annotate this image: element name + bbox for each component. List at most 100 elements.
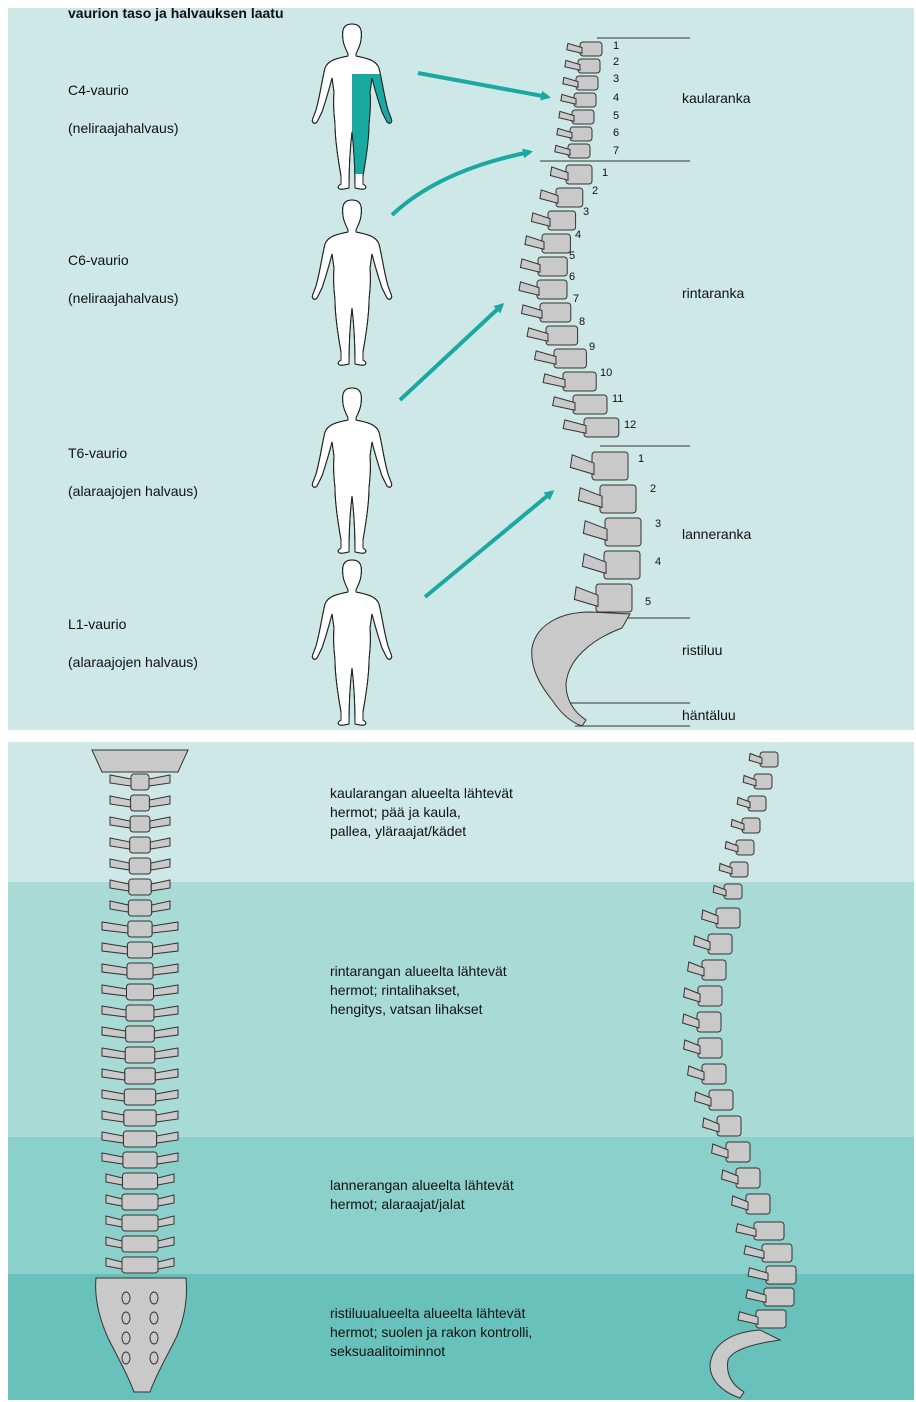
vertebra [736,1168,760,1188]
vertebra [568,144,590,158]
vertebra [754,1222,784,1240]
vertebra-process [570,455,594,475]
vertebra [762,1244,792,1262]
vertebra [556,188,583,207]
vertebra-number: 4 [575,230,581,241]
vertebra [538,257,567,276]
vertebra [102,1005,178,1021]
injury-name: T6-vaurio [68,444,198,463]
vertebra [102,1068,178,1084]
vertebra [102,942,178,958]
vertebra [570,127,592,141]
vertebra [572,110,594,124]
nerve-text-thoracic: rintarangan alueelta lähtevät hermot; ri… [330,962,507,1019]
vertebra [709,1090,733,1110]
vertebra-process [553,397,575,410]
vertebra [724,884,742,899]
vertebra [592,452,628,480]
injury-c4-label: C4-vaurio (neliraajahalvaus) [68,62,179,157]
vertebra [110,816,170,832]
vertebra-number: 5 [613,111,619,122]
injury-desc: (neliraajahalvaus) [68,289,179,308]
injury-name: C4-vaurio [68,81,179,100]
sacrum [96,1278,187,1392]
vertebra [716,908,740,928]
vertebra-process [583,521,607,541]
figure-t6 [312,388,391,553]
vertebra-process [550,167,568,180]
vertebra [542,234,570,253]
vertebra [102,1026,178,1042]
injury-desc: (alaraajojen halvaus) [68,482,198,501]
vertebra [102,921,178,937]
vertebra [708,934,732,954]
vertebra [697,1012,721,1032]
vertebra-number: 12 [624,420,636,431]
vertebra-number: 6 [613,128,619,139]
vertebra [106,1215,174,1231]
injury-c6-label: C6-vaurio (neliraajahalvaus) [68,232,179,327]
vertebra [102,963,178,979]
vertebra [106,1257,174,1273]
vertebra [92,750,188,772]
vertebra [730,862,748,877]
vertebra [110,774,170,790]
sacrum [532,612,630,726]
vertebra [102,1047,178,1063]
vertebra [742,818,760,833]
injury-l1-label: L1-vaurio (alaraajojen halvaus) [68,596,198,691]
vertebra-process [522,305,542,318]
vertebra [756,1310,786,1328]
diagram-title: vaurion taso ja halvauksen laatu [68,4,284,23]
vertebra-number: 8 [579,317,585,328]
figure-c6 [312,200,391,365]
vertebra-process [744,1246,764,1259]
vertebra-process [531,213,550,226]
vertebra [102,1131,178,1147]
injury-desc: (neliraajahalvaus) [68,119,179,138]
vertebra [605,518,641,546]
vertebra-number: 3 [583,207,589,218]
vertebra [546,326,578,345]
vertebra-process [525,236,544,249]
vertebra [746,1194,770,1214]
vertebra [102,984,178,1000]
region-label-cervical: kaularanka [682,90,751,106]
vertebra-process [519,282,539,295]
vertebra-process [738,1312,758,1325]
vertebra [554,349,586,368]
vertebra [717,1116,741,1136]
vertebra-number: 5 [569,251,575,262]
arrow-l1 [425,492,552,597]
injury-desc: (alaraajojen halvaus) [68,653,198,672]
vertebra [748,796,766,811]
vertebra-process [736,1224,756,1237]
spine-side-view-top [519,42,641,726]
figure-c4 [312,24,391,189]
vertebra [764,1288,794,1306]
vertebra [102,1110,178,1126]
vertebra [604,551,640,579]
vertebra-number: 10 [600,368,612,379]
vertebra [110,837,170,853]
vertebra-number: 2 [613,57,619,68]
vertebra [110,879,170,895]
spine-front-view [92,750,188,1392]
nerve-text-sacral: ristiluualueelta alueelta lähtevät hermo… [330,1304,532,1361]
injury-name: C6-vaurio [68,251,179,270]
vertebra-number: 5 [645,597,651,608]
vertebra [110,795,170,811]
vertebra-process [582,554,606,574]
vertebra-process [574,587,598,607]
vertebra-process [748,1268,768,1281]
vertebra-number: 2 [650,484,656,495]
vertebra-process [535,351,556,364]
vertebra-number: 9 [589,342,595,353]
arrow-c4 [418,73,548,97]
vertebra [110,900,170,916]
vertebra-number: 3 [613,74,619,85]
vertebra [106,1236,174,1252]
arrow-t6 [400,305,502,400]
vertebra-number: 7 [613,146,619,157]
vertebra [566,165,592,184]
